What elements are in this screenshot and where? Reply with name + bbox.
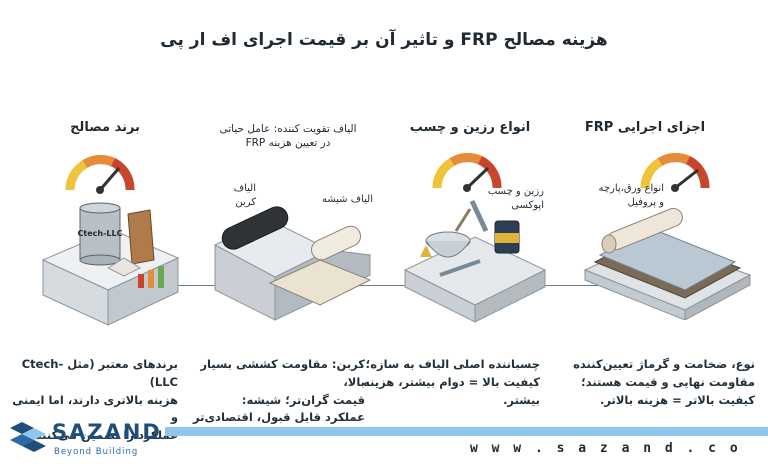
brand-tagline: Beyond Building xyxy=(54,447,139,457)
website-link[interactable]: w w w . s a z a n d . c o xyxy=(470,441,741,456)
frp-sheets-illustration xyxy=(583,207,752,320)
description-material-brand: برندهای معتبر (مثل Ctech-LLC) هزینه بالا… xyxy=(8,356,178,445)
description-line: برندهای معتبر (مثل Ctech-LLC) xyxy=(21,357,178,389)
heading-frp-components: اجزای اجرایی FRP xyxy=(584,120,706,135)
description-line: کیفیت بالاتر = هزینه بالاتر. xyxy=(599,392,755,407)
description-line: عملکرد را تضمین می‌کنند. xyxy=(31,428,178,443)
resin-station-illustration xyxy=(403,199,547,323)
gauge-icon xyxy=(432,152,502,192)
connector-line xyxy=(80,285,700,286)
description-line: هزینه بالاتری دارند، اما ایمنی و xyxy=(12,392,178,425)
description-line: چسباننده اصلی الیاف به سازه؛ xyxy=(365,357,540,371)
description-line: کیفیت بالا = دوام بیشتر، هزینه xyxy=(363,374,540,389)
description-reinforcement-fibers: کربن: مقاومت کششی بسیار بالا، قیمت گران‌… xyxy=(175,356,365,427)
callout-epoxy: رزین و چسب اپوکسی xyxy=(487,186,544,211)
description-line: قیمت گران‌تر؛ شیشه: xyxy=(241,392,365,407)
fiber-station-illustration xyxy=(213,206,372,321)
callout-glass-fiber: الیاف شیشه xyxy=(321,194,373,205)
brand-station-illustration: Ctech-LLC xyxy=(41,202,180,326)
description-line: عملکرد قابل قبول، اقتصادی‌تر xyxy=(193,410,365,425)
heading-reinforcement-fibers: الیاف تقویت کننده: عامل حیاتی در تعیین ه… xyxy=(219,123,357,150)
sazand-logo-icon xyxy=(10,422,46,452)
heading-material-brand: برند مصالح xyxy=(70,120,140,135)
description-line: نوع، ضخامت و گرماژ تعیین‌کننده xyxy=(573,357,755,371)
description-resin-adhesive: چسباننده اصلی الیاف به سازه؛ کیفیت بالا … xyxy=(360,356,540,409)
description-line: بیشتر. xyxy=(503,392,540,407)
description-line: کربن: مقاومت کششی بسیار بالا، xyxy=(200,357,365,389)
description-line: مقاومت نهایی و قیمت هستند؛ xyxy=(581,374,755,389)
brand-name: SAZAND xyxy=(52,420,162,444)
footer-accent-bar xyxy=(165,427,768,436)
page-title: هزینه مصالح FRP و تاثیر آن بر قیمت اجرای… xyxy=(160,30,608,50)
gauge-icon xyxy=(65,154,135,194)
heading-resin-adhesive: انواع رزین و چسب xyxy=(409,120,531,135)
callout-sheets: انواع ورق،پارچه و پروفیل xyxy=(598,183,665,208)
brand-label: Ctech-LLC xyxy=(78,229,123,238)
description-frp-components: نوع، ضخامت و گرماژ تعیین‌کننده مقاومت نه… xyxy=(555,356,755,409)
callout-carbon-fiber: الیاف کربن xyxy=(233,183,256,208)
gauge-icon xyxy=(640,152,710,192)
